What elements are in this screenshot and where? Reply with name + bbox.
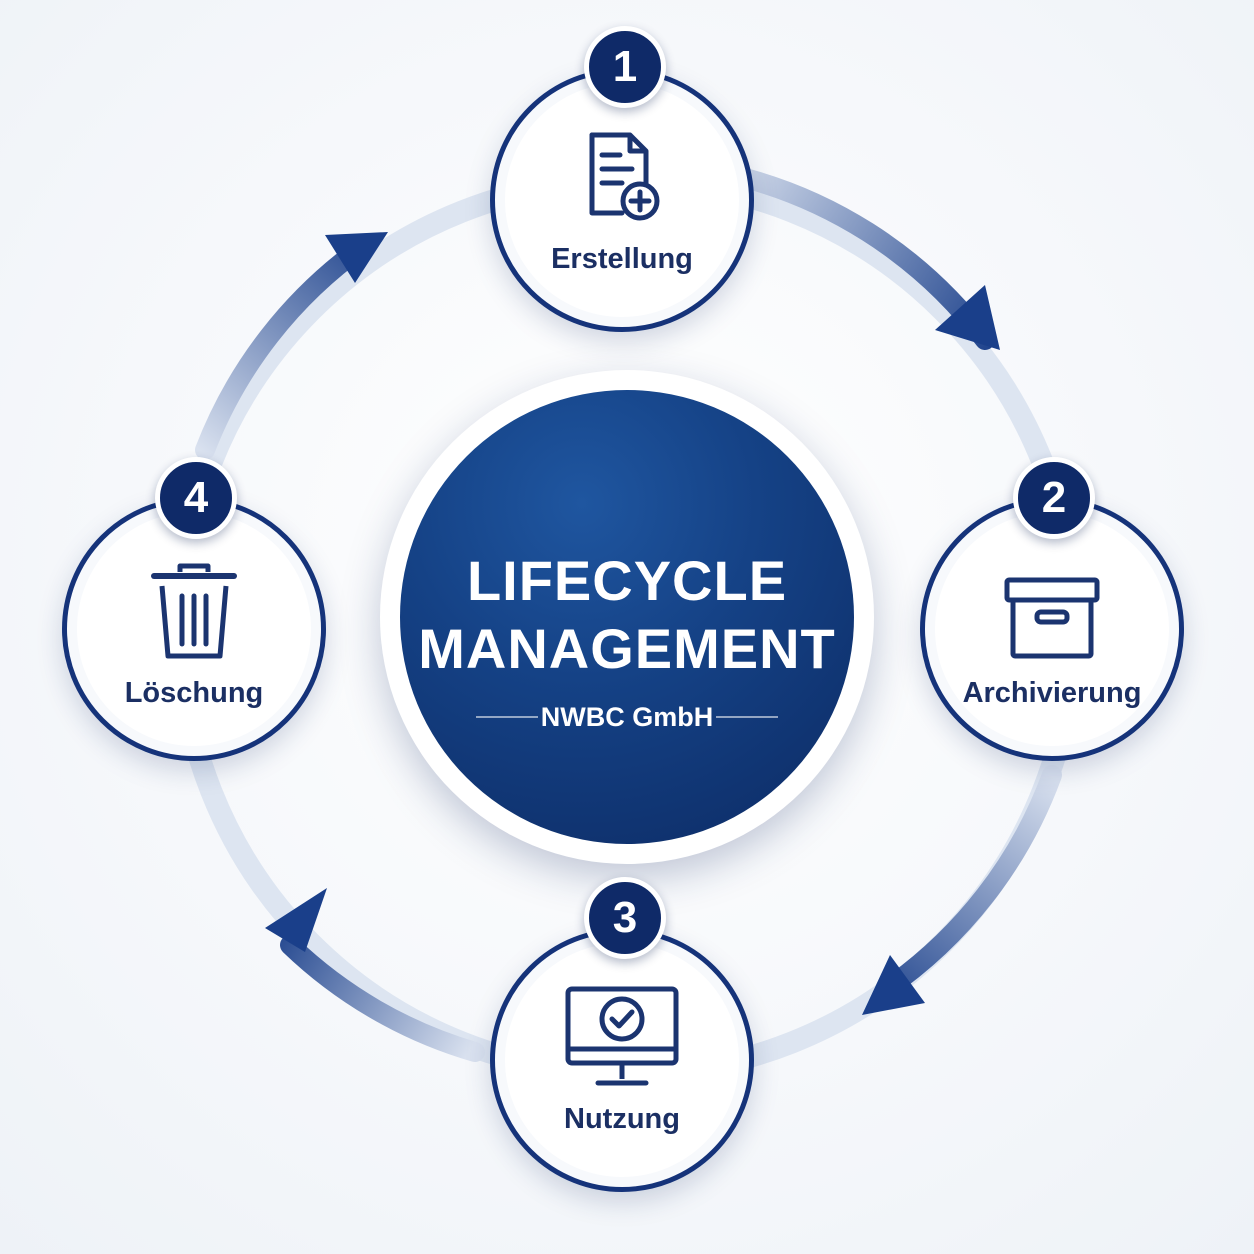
step-archivierung: Archivierung (920, 497, 1184, 761)
center-title-line2: MANAGEMENT (418, 617, 836, 680)
arrow-1-to-2 (710, 162, 995, 350)
step-label-loeschung: Löschung (124, 677, 264, 709)
center-subtitle: NWBC GmbH (540, 702, 714, 732)
step-erstellung: Erstellung (490, 68, 754, 332)
document-add-icon (589, 132, 660, 221)
step-nutzung: Nutzung (490, 928, 754, 1192)
step-loeschung: Löschung (62, 497, 326, 761)
archive-box-icon (1004, 577, 1100, 659)
arrow-4-to-1 (195, 235, 375, 460)
step-label-nutzung: Nutzung (564, 1103, 680, 1135)
arrowhead-3-to-4 (265, 888, 327, 952)
step-label-erstellung: Erstellung (551, 243, 693, 275)
center-subtitle-row: NWBC GmbH (400, 702, 854, 732)
arrowhead-2-to-3 (862, 955, 925, 1015)
step-badge-2: 2 (1013, 457, 1095, 539)
subtitle-rule-right (716, 716, 778, 718)
arrow-2-to-3 (875, 765, 1062, 1000)
step-badge-4: 4 (155, 457, 237, 539)
step-badge-3: 3 (584, 877, 666, 959)
monitor-check-icon (565, 986, 679, 1086)
step-label-archivierung: Archivierung (962, 677, 1142, 709)
arrowhead-4-to-1 (325, 232, 388, 283)
subtitle-rule-left (476, 716, 538, 718)
trash-icon (151, 563, 237, 659)
center-circle-fill: LIFECYCLE MANAGEMENT NWBC GmbH (400, 390, 854, 844)
arrowhead-1-to-2 (935, 285, 1000, 350)
arrow-3-to-4 (280, 935, 485, 1062)
step-badge-1: 1 (584, 26, 666, 108)
center-circle: LIFECYCLE MANAGEMENT NWBC GmbH (380, 370, 874, 864)
center-title-line1: LIFECYCLE (466, 549, 788, 612)
